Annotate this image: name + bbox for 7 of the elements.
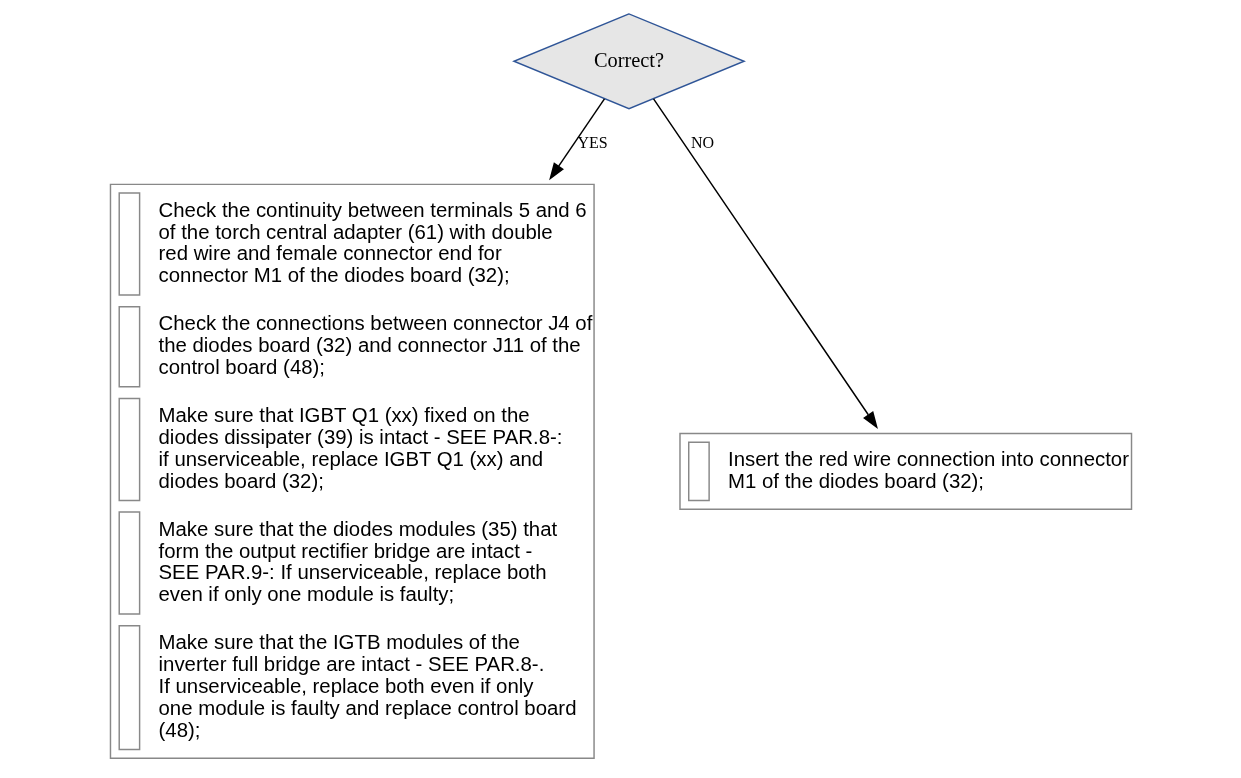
- node-box: Insert the red wire connection into connector M1 of the diodes board (32);: [678, 432, 1132, 510]
- edge-label: YES: [576, 133, 608, 151]
- edge-label: NO: [690, 133, 714, 151]
- arrow: [548, 98, 605, 181]
- node-box: Check the continuity between terminals 5 and 6 of the torch central adapter (61) with double red wire and female connector end for connector M1 of the diodes board (32); Check the connections between connector J4 of the diodes board (32) and connector J11 of the control board (48); Make sure that IGBT Q1 (xx) fixed on the diodes dissipater (39) is intact - SEE PAR.8-: if unserviceable, replace IGBT Q1 (xx) and diodes board (32); Make sure that the diodes modules (35) that form the output rectifier bridge are intact - SEE PAR.9-: If unserviceable, replace both even if only one module is faulty; Make sure that the IGTB modules of the inverter full bridge are intact - SEE PAR.8-. If unserviceable, replace both even if only one module is faulty and replace control board (48);: [109, 183, 595, 759]
- node-diamond: Correct?: [511, 13, 746, 110]
- arrow: [652, 98, 878, 429]
